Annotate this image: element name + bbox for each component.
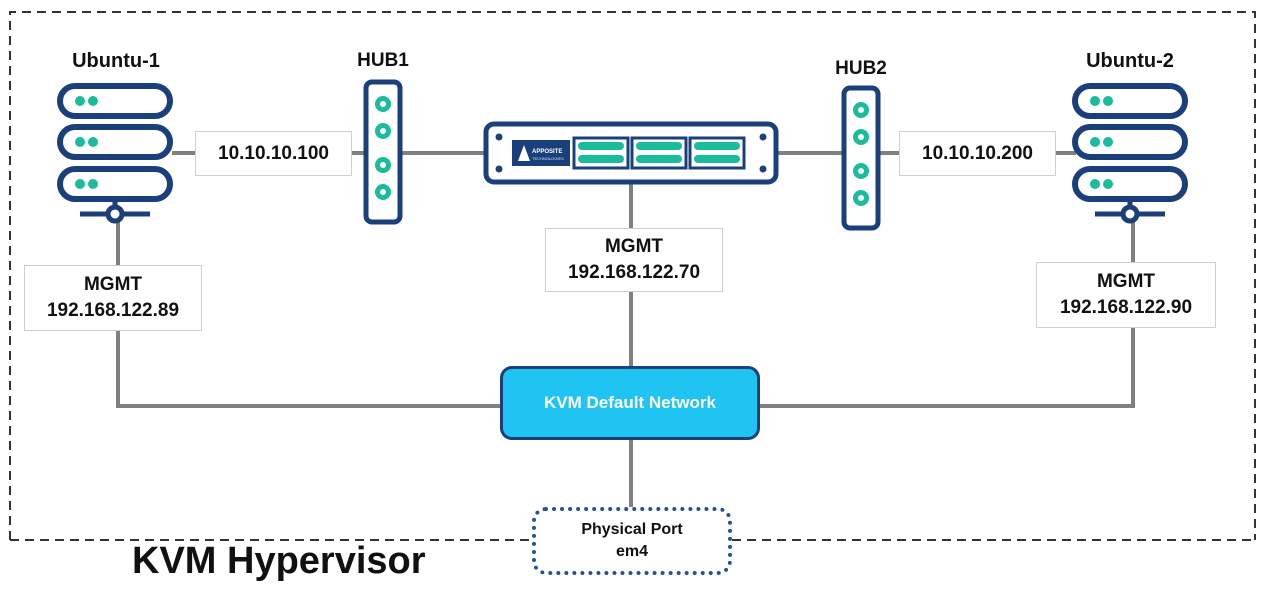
physical-port: Physical Port em4 xyxy=(532,507,732,575)
apposite-logo-icon xyxy=(518,145,530,161)
ubuntu-2-mgmt-label: MGMT xyxy=(1096,271,1156,292)
appliance-mgmt-label: MGMT xyxy=(604,236,664,257)
server-base-ubuntu-2 xyxy=(1095,199,1165,224)
hub1-label: HUB1 xyxy=(357,50,409,71)
server-base-ubuntu-1 xyxy=(80,199,150,224)
hub-icon-hub1 xyxy=(363,79,403,225)
server-leds-ubuntu-2 xyxy=(1090,96,1113,189)
appliance-mgmt-ip: 192.168.122.70 xyxy=(567,262,701,283)
ubuntu-2-label: Ubuntu-2 xyxy=(1086,50,1174,72)
physical-port-name: em4 xyxy=(615,543,649,560)
ubuntu-1-data-ip: 10.10.10.100 xyxy=(195,131,352,176)
hypervisor-boundary xyxy=(9,11,1256,540)
appliance-brand: APPOSITE xyxy=(532,149,562,155)
links xyxy=(116,151,1135,509)
physical-port-label: Physical Port xyxy=(581,521,683,538)
hub-icon-hub2 xyxy=(841,85,881,231)
server-icon-ubuntu-2 xyxy=(1072,83,1188,202)
ubuntu-1-label: Ubuntu-1 xyxy=(72,50,160,72)
appliance-icon: APPOSITE TECHNOLOGIES xyxy=(483,121,779,185)
hub2-label: HUB2 xyxy=(835,58,887,79)
kvm-default-network: KVM Default Network xyxy=(500,366,760,440)
ubuntu-1-mgmt-box: MGMT 192.168.122.89 xyxy=(24,265,202,331)
ubuntu-2-mgmt-ip: 192.168.122.90 xyxy=(1059,297,1193,318)
server-icon-ubuntu-1 xyxy=(57,83,173,202)
hypervisor-title: KVM Hypervisor xyxy=(132,540,426,582)
ubuntu-1-mgmt-ip: 192.168.122.89 xyxy=(46,300,180,321)
server-leds-ubuntu-1 xyxy=(75,96,98,189)
ubuntu-2-mgmt-box: MGMT 192.168.122.90 xyxy=(1036,262,1216,328)
ubuntu-2-data-ip: 10.10.10.200 xyxy=(899,131,1056,176)
appliance-mgmt-box: MGMT 192.168.122.70 xyxy=(545,228,723,292)
ubuntu-1-mgmt-label: MGMT xyxy=(83,274,143,295)
appliance-brand-sub: TECHNOLOGIES xyxy=(532,156,564,161)
kvm-default-network-label: KVM Default Network xyxy=(544,393,716,412)
